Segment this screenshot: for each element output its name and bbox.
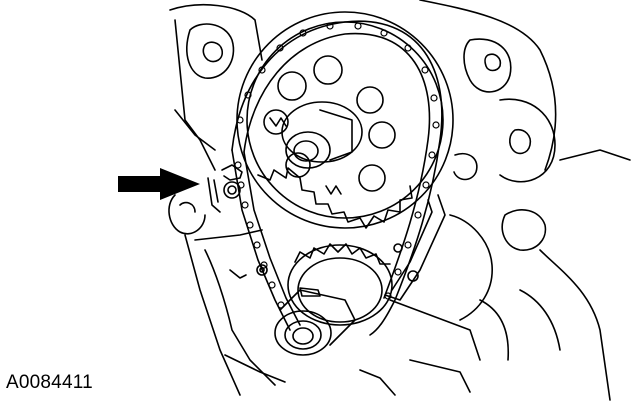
sprocket-hole (277, 71, 307, 101)
guide-bolt (256, 264, 268, 276)
sprocket-hole (313, 55, 343, 85)
figure-id-label: A0084411 (6, 372, 93, 393)
engine-block-outline (168, 0, 631, 401)
camshaft-sprocket (236, 11, 454, 229)
arrow-right-icon (118, 168, 200, 200)
sprocket-hole (358, 164, 386, 192)
sprocket-hole (368, 121, 396, 149)
sprocket-hole (263, 109, 289, 135)
crankshaft-sprocket (274, 243, 393, 356)
sprocket-hole (356, 86, 384, 114)
chain-guide (384, 194, 446, 301)
sprocket-hole (285, 152, 311, 178)
timing-mark-upper (269, 117, 287, 127)
timing-mark-lower (325, 185, 342, 195)
tool-hook (207, 164, 243, 213)
